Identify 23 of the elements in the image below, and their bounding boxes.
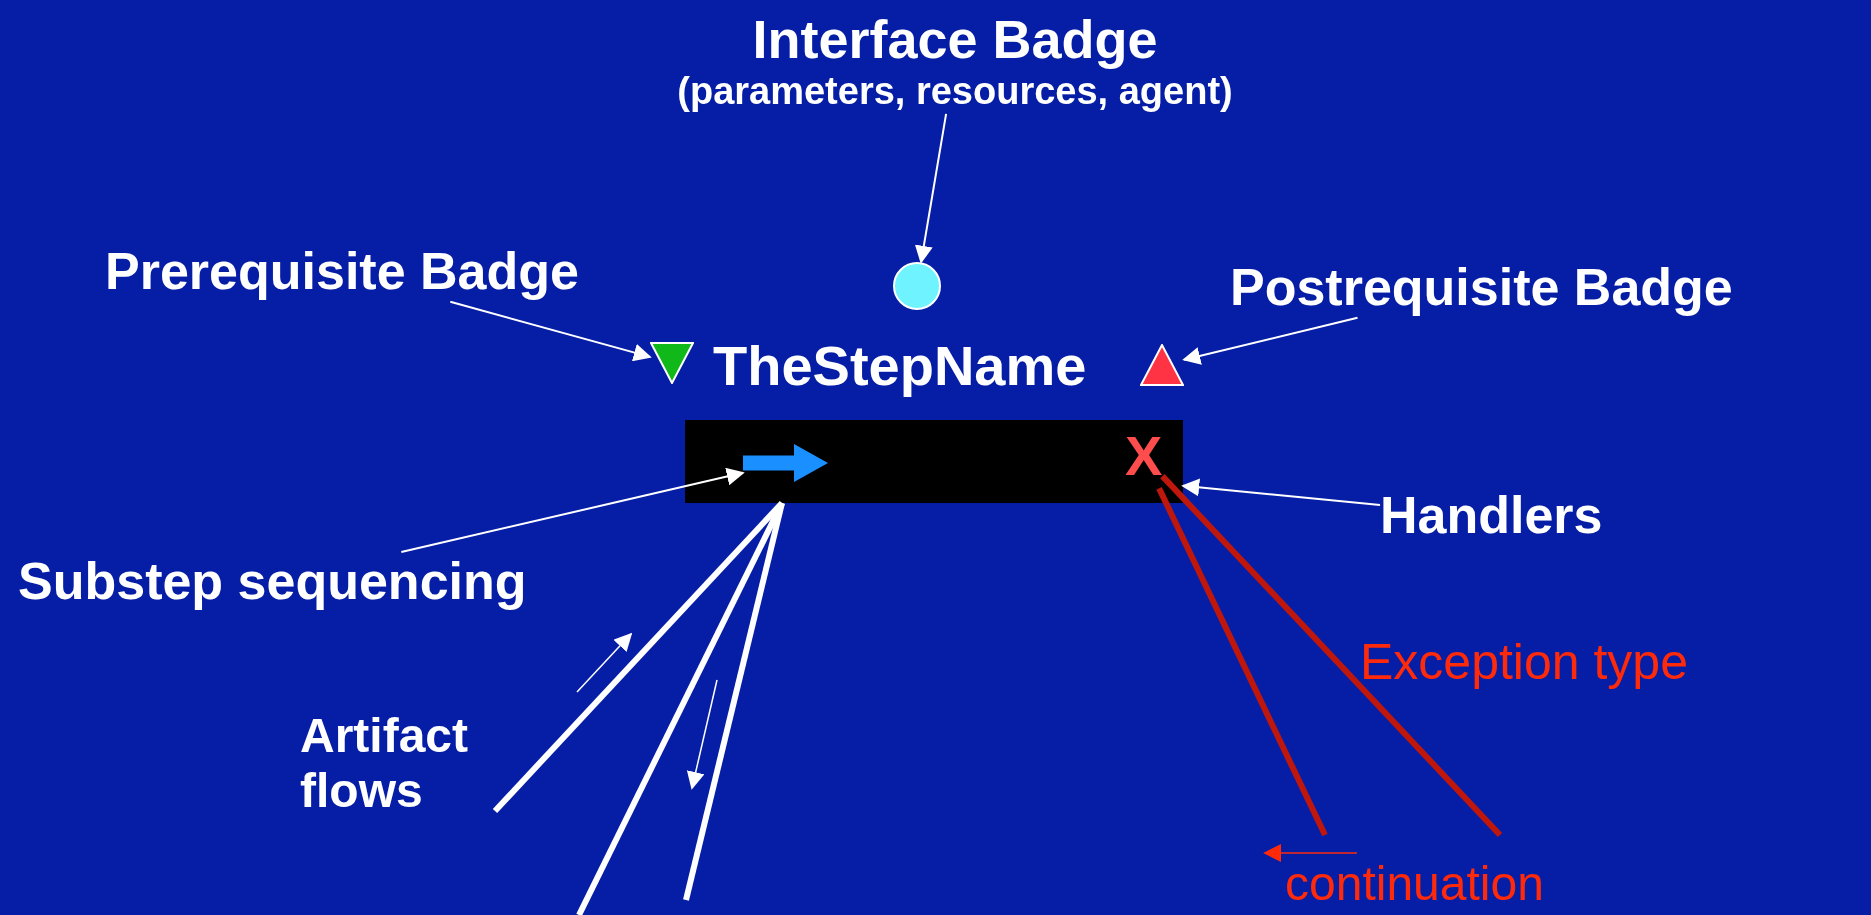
step-name: TheStepName	[713, 334, 1087, 399]
callout-label: continuation	[1285, 856, 1544, 912]
badge-title: Interface Badge	[752, 8, 1158, 71]
leader-arrow	[1181, 478, 1381, 506]
callout-label: Exception type	[1360, 634, 1688, 692]
leader-arrow	[914, 112, 948, 264]
leader-arrow	[449, 300, 652, 362]
leader-arrow	[1182, 316, 1359, 365]
callout-label: Prerequisite Badge	[105, 242, 579, 302]
badge-circle	[893, 262, 941, 310]
prerequisite-triangle	[650, 342, 694, 384]
badge-description: (parameters, resources, agent)	[677, 70, 1233, 114]
callout-label: Handlers	[1380, 486, 1603, 546]
block-arrow	[743, 444, 828, 482]
callout-label: Substep sequencing	[18, 552, 527, 612]
callout-label: Artifact flows	[300, 708, 470, 819]
callout-label: Postrequisite Badge	[1230, 258, 1733, 318]
handler-mark: X	[1125, 424, 1163, 489]
flow-line	[1160, 474, 1503, 838]
flow-line	[1156, 487, 1328, 837]
postrequisite-triangle	[1140, 344, 1184, 386]
leader-arrow	[400, 467, 745, 553]
flow-line	[683, 502, 785, 901]
